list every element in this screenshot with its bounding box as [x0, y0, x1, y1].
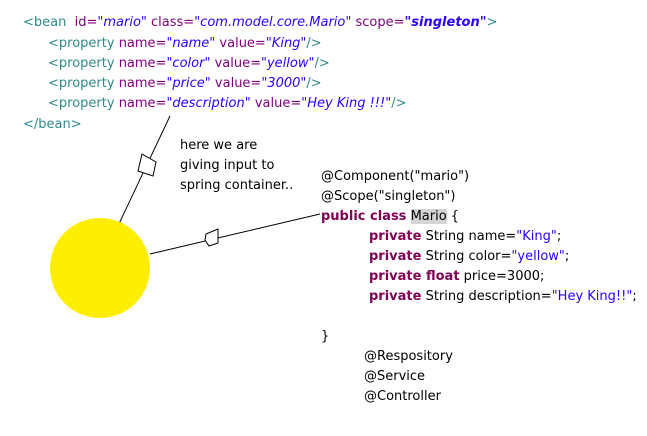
xml-tag: <property — [48, 36, 115, 51]
xml-attr: value= — [254, 96, 302, 111]
java-type: String — [421, 249, 469, 264]
xml-tag: /> — [306, 36, 322, 51]
note-line: giving input to — [180, 158, 275, 173]
java-string: "King" — [516, 229, 557, 244]
xml-property: <property name="name" value="King"/> — [48, 36, 322, 52]
java-scope-annotation: @Scope("singleton") — [321, 189, 456, 204]
xml-tag: <property — [48, 56, 115, 71]
xml-tag: <property — [48, 96, 115, 111]
java-field: private String description="Hey King!!"; — [369, 289, 637, 305]
java-type: String — [421, 289, 469, 304]
xml-value: "3000" — [261, 76, 307, 91]
xml-attr: value= — [214, 56, 261, 71]
java-keyword: private float — [369, 269, 460, 284]
java-keyword: public class — [321, 209, 407, 224]
java-field: private String color="yellow"; — [369, 249, 569, 265]
java-type: String — [421, 229, 469, 244]
java-class-name: Mario — [410, 209, 447, 224]
java-field: private String name="King"; — [369, 229, 561, 245]
xml-value: "Hey King !!!" — [301, 96, 392, 111]
xml-value: "com.model.core.Mario" — [194, 15, 352, 30]
java-semicolon: ; — [556, 229, 562, 244]
xml-tag: </bean> — [23, 117, 82, 132]
stereotype-controller: @Controller — [364, 389, 441, 404]
xml-tag: /> — [306, 76, 322, 91]
xml-attr: name= — [118, 56, 167, 71]
xml-tag: > — [486, 15, 498, 30]
xml-value: "yellow" — [260, 56, 315, 71]
java-semicolon: ; — [540, 269, 545, 284]
java-closing-brace: } — [321, 329, 330, 344]
xml-attr: name= — [118, 96, 167, 111]
java-keyword: private — [369, 289, 422, 304]
xml-value: "description" — [166, 96, 251, 111]
xml-attr: id= — [74, 15, 98, 30]
note-line: spring container.. — [180, 178, 294, 193]
java-string: "yellow" — [511, 249, 565, 264]
note-text: here we are giving input to spring conta… — [180, 136, 293, 196]
stereotype-repository: @Respository — [364, 349, 453, 364]
xml-value: "price" — [166, 76, 211, 91]
xml-bean-close: </bean> — [23, 117, 82, 133]
xml-attr: class= — [151, 15, 195, 30]
note-line: here we are — [180, 138, 258, 153]
xml-tag: <bean — [23, 15, 67, 30]
xml-value: "name" — [166, 36, 216, 51]
java-string: "Hey King!!" — [551, 289, 633, 304]
stereotype-service: @Service — [364, 369, 426, 384]
xml-property: <property name="description" value="Hey … — [48, 96, 406, 112]
xml-value: "color" — [166, 56, 211, 71]
spring-container-circle — [50, 218, 150, 318]
xml-bean-open: <bean id="mario" class="com.model.core.M… — [23, 15, 497, 31]
xml-attr: name= — [118, 36, 167, 51]
xml-tag: <property — [48, 76, 115, 91]
java-keyword: private — [369, 249, 422, 264]
xml-tag: /> — [314, 56, 330, 71]
xml-attr: value= — [214, 76, 262, 91]
java-component-annotation: @Component("mario") — [321, 169, 470, 184]
java-decl: description= — [468, 289, 552, 304]
java-decl: color= — [468, 249, 512, 264]
xml-attr: value= — [219, 36, 266, 51]
xml-tag: /> — [391, 96, 407, 111]
arrow-head-xml — [137, 153, 157, 177]
xml-value: "King" — [265, 36, 307, 51]
java-class-declaration: public class Mario { — [321, 209, 459, 225]
xml-property: <property name="price" value="3000"/> — [48, 76, 322, 92]
xml-attr: scope= — [355, 15, 405, 30]
xml-property: <property name="color" value="yellow"/> — [48, 56, 330, 72]
java-keyword: private — [369, 229, 422, 244]
xml-attr: name= — [118, 76, 167, 91]
java-field: private float price=3000; — [369, 269, 544, 285]
java-brace: { — [446, 209, 460, 224]
java-decl: name= — [468, 229, 517, 244]
java-semicolon: ; — [632, 289, 637, 304]
xml-value: "mario" — [97, 15, 147, 30]
connector-line-java — [149, 213, 321, 255]
java-semicolon: ; — [564, 249, 570, 264]
arrow-head-java — [204, 228, 219, 247]
xml-value: "singleton" — [404, 15, 487, 30]
java-decl: price=3000 — [463, 269, 541, 284]
